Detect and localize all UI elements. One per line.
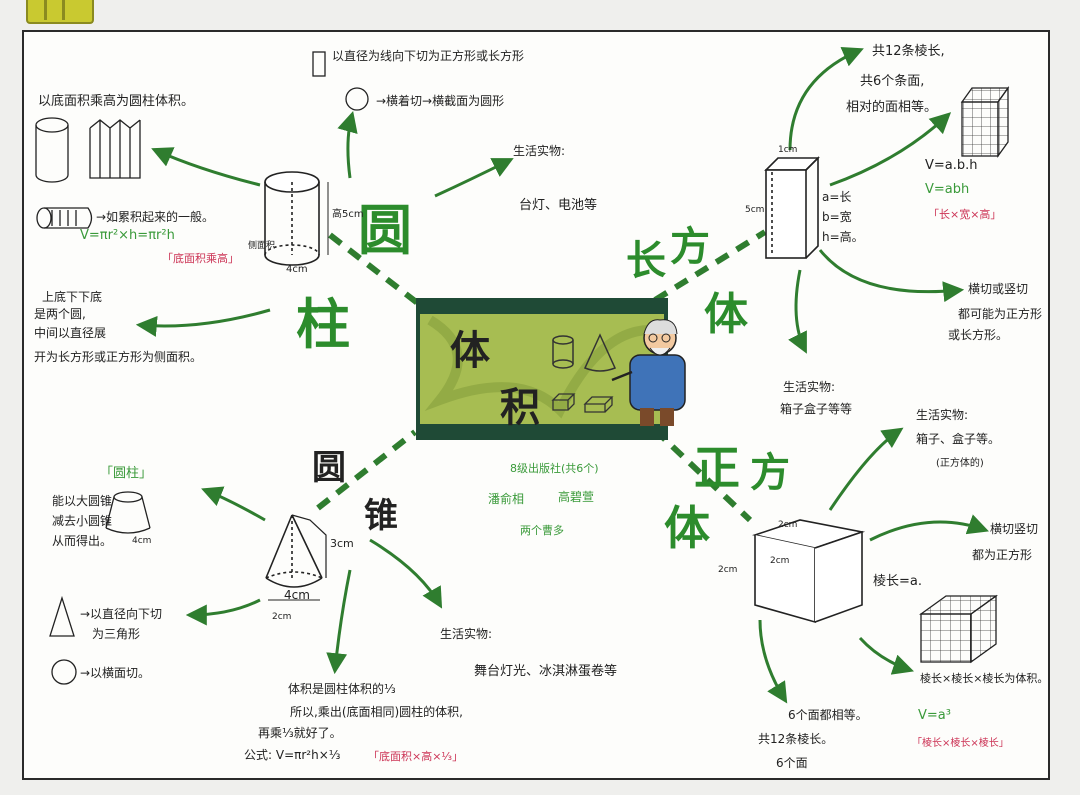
cube-edge-label: 棱长=a. <box>873 574 922 589</box>
paper-clip-wire <box>44 0 47 20</box>
cone-dim-radius: 2cm <box>272 612 292 622</box>
cone-volume-line1: 体积是圆柱体积的⅓ <box>288 682 396 696</box>
cylinder-accumulate-note: →如累积起来的一般。 <box>96 210 215 224</box>
cuboid-var-b: b=宽 <box>822 210 852 224</box>
cuboid-facts-line2: 共6个条面, <box>860 74 925 89</box>
cone-frustum-line2: 减去小圆锥 <box>52 514 113 528</box>
green-arrows <box>135 46 989 704</box>
cone-cut-diameter-line2: 为三角形 <box>92 627 141 641</box>
center-title-char2: 积 <box>500 384 540 431</box>
cuboid-title-char3: 体 <box>704 289 748 340</box>
cone-frustum-line1: 能以大圆锥 <box>52 494 113 508</box>
cuboid-var-h: h=高。 <box>822 230 864 244</box>
publisher-name3: 两个曹多 <box>520 524 564 537</box>
cylinder-volume-note: 以底面积乘高为圆柱体积。 <box>38 94 195 109</box>
cylinder-surface-line1: 上底下下底 <box>42 290 103 304</box>
cube-daily-items: 箱子、盒子等。 <box>916 432 1001 446</box>
cuboid-title-char2: 方 <box>670 223 710 270</box>
cone-dim-height: 3cm <box>330 537 354 550</box>
cube-formula-note: 「棱长×棱长×棱长」 <box>912 738 1009 749</box>
publisher-line1: 8级出版社(共6个) <box>510 462 599 475</box>
cone-frustum-line3: 从而得出。 <box>52 534 113 548</box>
cylinder-daily-items: 台灯、电池等 <box>519 198 598 213</box>
cuboid-dim-side: 5cm <box>745 205 765 215</box>
cylinder-cut-cross: →横着切→横截面为圆形 <box>376 94 505 108</box>
cylinder-title-char2: 柱 <box>296 292 350 356</box>
cone-daily-label: 生活实物: <box>440 627 493 641</box>
cylinder-sliced-drawing <box>35 117 141 229</box>
cube-grid-drawing <box>918 594 999 664</box>
cone-dim-base: 4cm <box>284 588 310 602</box>
cuboid-var-a: a=长 <box>822 190 852 204</box>
cylinder-title-char1: 圆 <box>358 198 412 262</box>
cuboid-cut-line2: 都可能为正方形 <box>958 307 1043 321</box>
cuboid-cut-line1: 横切或竖切 <box>968 282 1029 296</box>
cuboid-daily-label: 生活实物: <box>783 380 836 394</box>
cone-drawing <box>265 514 327 601</box>
cuboid-daily-items: 箱子盒子等等 <box>780 402 853 416</box>
cone-formula-note: 「底面积×高×⅓」 <box>368 750 464 763</box>
cube-dim-side: 2cm <box>718 565 738 575</box>
cube-facts-line2: 共12条棱长。 <box>758 732 834 746</box>
cone-frustum-dim: 4cm <box>132 536 152 546</box>
cuboid-title-char1: 长 <box>626 237 666 284</box>
cylinder-formula-note: 「底面积乘高」 <box>162 252 239 265</box>
cone-volume-line3: 再乘⅓就好了。 <box>258 726 342 740</box>
cone-frustum-label: 「圆柱」 <box>100 466 153 481</box>
cylinder-surface-line3: 中间以直径展 <box>34 326 107 340</box>
publisher-name1: 潘俞相 <box>488 492 525 506</box>
cube-cut-line2: 都为正方形 <box>972 548 1033 562</box>
cuboid-grid-cube <box>960 85 1010 159</box>
cube-daily-note: (正方体的) <box>936 458 984 469</box>
cube-drawing <box>751 519 866 624</box>
cone-title-char2: 锥 <box>364 496 398 536</box>
cylinder-surface-line4: 开为长方形或正方形为侧面积。 <box>34 350 203 364</box>
cuboid-cut-line3: 或长方形。 <box>948 328 1009 342</box>
frustum-drawing <box>105 491 151 534</box>
cylinder-daily-label: 生活实物: <box>513 144 566 158</box>
cuboid-facts-line1: 共12条棱长, <box>872 44 945 59</box>
cube-cut-line1: 横切竖切 <box>990 522 1039 536</box>
cylinder-cut-icons <box>312 51 369 111</box>
cylinder-drawing <box>264 171 329 266</box>
cube-title-char2: 方 <box>750 449 790 496</box>
cuboid-drawing <box>764 156 820 259</box>
cone-cut-diameter-line1: →以直径向下切 <box>80 607 163 621</box>
cone-cut-icons <box>49 595 77 685</box>
cuboid-formula1: V=a.b.h <box>925 158 978 173</box>
cube-formula: V=a³ <box>918 708 951 723</box>
cylinder-dim-side: 侧面积 <box>248 241 276 251</box>
cone-cut-cross: →以横面切。 <box>80 666 151 680</box>
cuboid-dim-top: 1cm <box>778 145 798 155</box>
cube-title-char3: 体 <box>664 501 710 555</box>
cube-dim-top: 2cm <box>778 520 798 530</box>
cuboid-facts-line3: 相对的面相等。 <box>846 100 938 115</box>
cylinder-dim-height: 高5cm <box>332 209 364 220</box>
cylinder-formula: V=πr²×h=πr²h <box>80 228 175 243</box>
cube-formula-text: 棱长×棱长×棱长为体积。 <box>920 672 1049 685</box>
cube-title-char1: 正 <box>694 441 740 495</box>
cone-formula-prefix: 公式: V=πr²h×⅓ <box>244 748 341 762</box>
cone-title-char1: 圆 <box>312 448 346 488</box>
cylinder-surface-line2: 是两个圆, <box>34 307 86 321</box>
paper-clip-wire <box>62 0 65 20</box>
cone-volume-line2: 所以,乘出(底面相同)圆柱的体积, <box>290 705 463 719</box>
teacher-illustration <box>611 319 686 426</box>
cuboid-formula-note: 「长×宽×高」 <box>928 208 1002 221</box>
cube-facts-line3: 6个面 <box>776 756 808 770</box>
cube-dim-depth: 2cm <box>770 556 790 566</box>
cylinder-cut-diameter: 以直径为线向下切为正方形或长方形 <box>332 49 525 63</box>
cylinder-dim-base: 4cm <box>286 264 308 275</box>
cone-daily-items: 舞台灯光、冰淇淋蛋卷等 <box>474 664 618 679</box>
dashed-connectors <box>316 229 767 523</box>
center-title-char1: 体 <box>450 327 490 374</box>
blackboard <box>416 298 668 440</box>
publisher-name2: 高碧萱 <box>558 490 595 504</box>
cube-daily-label: 生活实物: <box>916 408 969 422</box>
cuboid-formula2: V=abh <box>925 182 970 197</box>
cube-facts-line1: 6个面都相等。 <box>788 708 868 722</box>
paper-clip <box>26 0 94 24</box>
